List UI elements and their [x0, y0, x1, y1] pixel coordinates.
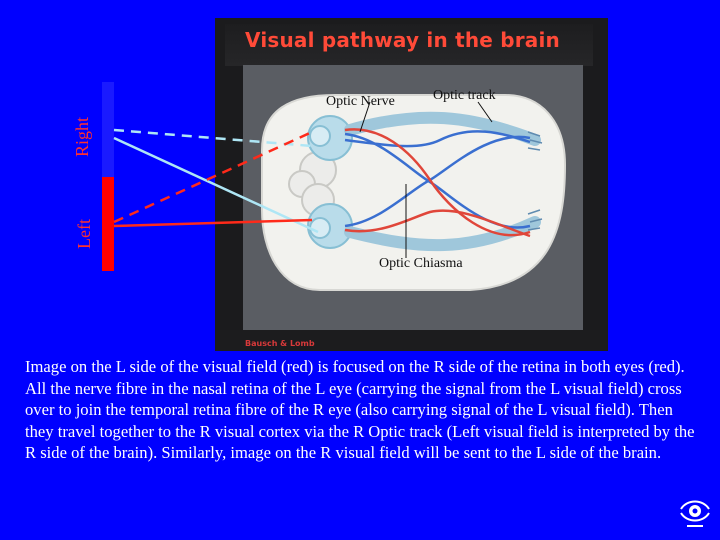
figure-footer-strip [215, 330, 608, 351]
optic-track-lower [344, 216, 541, 252]
track-ends [527, 131, 543, 231]
figure-title-background [225, 24, 593, 66]
optic-track-upper [344, 111, 541, 146]
left-field-ray-dashed [113, 130, 313, 224]
right-field-bar [102, 82, 114, 178]
left-field-bar [102, 177, 114, 271]
optic-nerve-label: Optic Nerve [326, 94, 395, 109]
caption-text: Image on the L side of the visual field … [25, 357, 695, 462]
figure-credit: Bausch & Lomb [245, 339, 315, 348]
eye-logo-icon [678, 495, 712, 531]
right-eye [307, 115, 353, 161]
figure-title: Visual pathway in the brain [245, 28, 560, 52]
left-eye [307, 203, 353, 249]
red-fibres [344, 128, 531, 238]
optic-track-label: Optic track [433, 88, 496, 103]
label-leaders [359, 101, 493, 258]
left-field-ray-solid [113, 218, 313, 228]
optic-chiasma-label: Optic Chiasma [379, 256, 463, 271]
right-field-ray-solid [113, 136, 319, 234]
